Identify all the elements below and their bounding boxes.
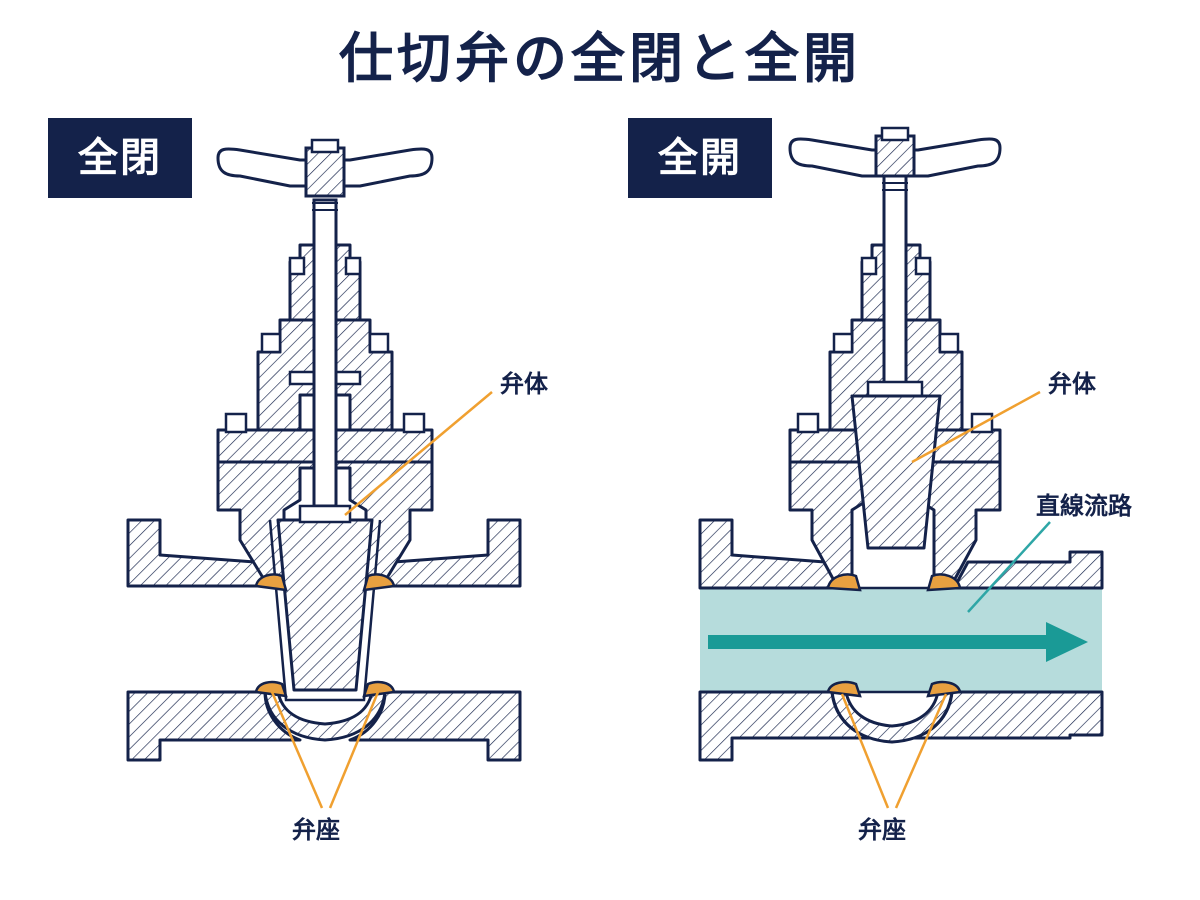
valve-seat: [826, 573, 862, 592]
bolt: [260, 332, 282, 354]
bolt: [860, 256, 878, 276]
leader-line-seat: [840, 693, 890, 809]
label-valve-body: 弁体: [500, 370, 549, 398]
valve-open: 弁体 直線流路 弁座: [698, 126, 1133, 844]
leader-line-seat: [328, 691, 380, 809]
valve-stem: [312, 198, 338, 508]
label-valve-seat: 弁座: [292, 816, 340, 844]
disc-top: [298, 504, 352, 524]
bolt: [938, 332, 960, 354]
leader-line-flow: [967, 521, 1051, 613]
handwheel-nut: [304, 146, 346, 198]
badge-fully-closed: 全閉: [48, 118, 192, 198]
valve-seat: [826, 680, 862, 698]
leader-line-seat: [270, 691, 324, 809]
valve-stem: [882, 174, 908, 390]
bolt: [224, 412, 248, 434]
handwheel-nut: [874, 134, 916, 178]
valve-seat: [254, 680, 288, 698]
disc-guide: [268, 519, 382, 702]
valve-body: [216, 458, 434, 588]
valve-seat: [362, 680, 396, 698]
flow-arrow-head: [1046, 622, 1088, 662]
gate-disc: [850, 394, 942, 550]
badge-fully-open: 全開: [628, 118, 772, 198]
label-valve-body: 弁体: [1048, 370, 1097, 398]
valve-seat: [926, 573, 962, 592]
bolt: [832, 332, 854, 354]
bolt: [796, 412, 820, 434]
handwheel-cap: [310, 138, 340, 154]
right-flange: [952, 550, 1104, 590]
bolt: [344, 256, 362, 276]
leader-line-body: [344, 391, 493, 516]
bolt: [402, 412, 426, 434]
label-valve-seat: 弁座: [858, 816, 906, 844]
bolt: [288, 256, 306, 276]
leader-line-seat: [894, 693, 948, 809]
gate-disc: [276, 518, 374, 692]
valve-seat: [362, 573, 396, 592]
label-straight-flow-path: 直線流路: [1036, 492, 1133, 520]
valve-seat: [254, 573, 288, 592]
bolt: [914, 256, 932, 276]
valve-closed: 弁体 弁座: [126, 138, 549, 844]
page-title: 仕切弁の全閉と全開: [339, 27, 861, 90]
valve-seat: [926, 680, 962, 698]
bolt: [368, 332, 390, 354]
handwheel-cap: [880, 126, 910, 142]
leader-line-body: [911, 390, 1041, 464]
